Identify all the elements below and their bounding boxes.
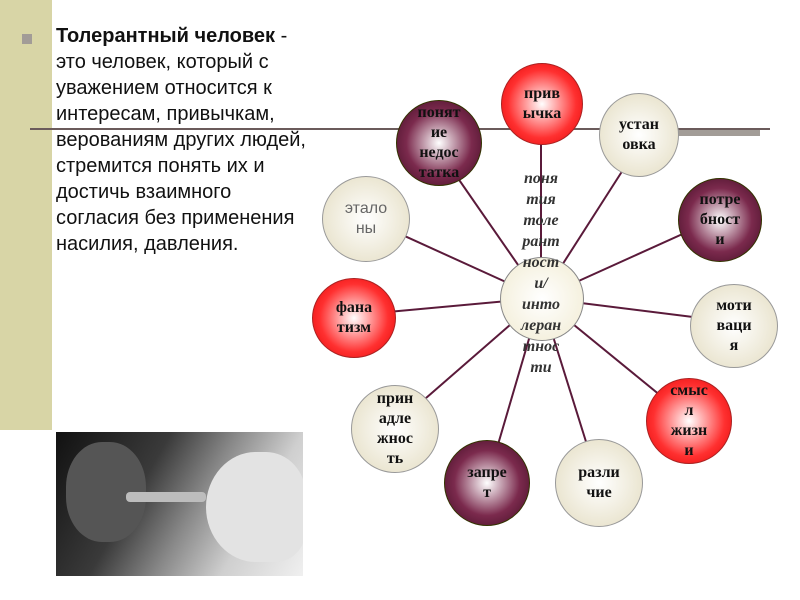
bullet-icon <box>22 34 32 44</box>
accent-line <box>600 130 760 136</box>
center-label: поня тия толе рант ност и/ инто леран тн… <box>520 170 562 376</box>
node-ponyatie: понят ие недос татка <box>396 100 482 186</box>
definition-text: Толерантный человек - это человек, котор… <box>56 23 316 257</box>
node-razlichie: разли чие <box>555 439 643 527</box>
photo-hand <box>206 452 303 562</box>
center-node <box>500 257 584 341</box>
photo-hand-key <box>56 432 303 576</box>
definition-title: Толерантный человек <box>56 25 276 47</box>
node-zapret: запре т <box>444 440 530 526</box>
node-fanatizm: фана тизм <box>312 278 396 358</box>
node-smysl: смыс л жизн и <box>646 378 732 464</box>
node-prinadlezhnost: прин адле жнос ть <box>351 385 439 473</box>
definition-body: - это человек, который с уважением относ… <box>56 25 306 255</box>
node-etalony: этало ны <box>322 176 410 262</box>
node-motivaciya: моти ваци я <box>690 284 778 368</box>
node-ustanovka: устан овка <box>599 93 679 177</box>
key-icon <box>126 492 206 502</box>
side-decor-bar <box>0 0 52 430</box>
node-privychka: прив ычка <box>501 63 583 145</box>
node-potrebnosti: потре бност и <box>678 178 762 262</box>
